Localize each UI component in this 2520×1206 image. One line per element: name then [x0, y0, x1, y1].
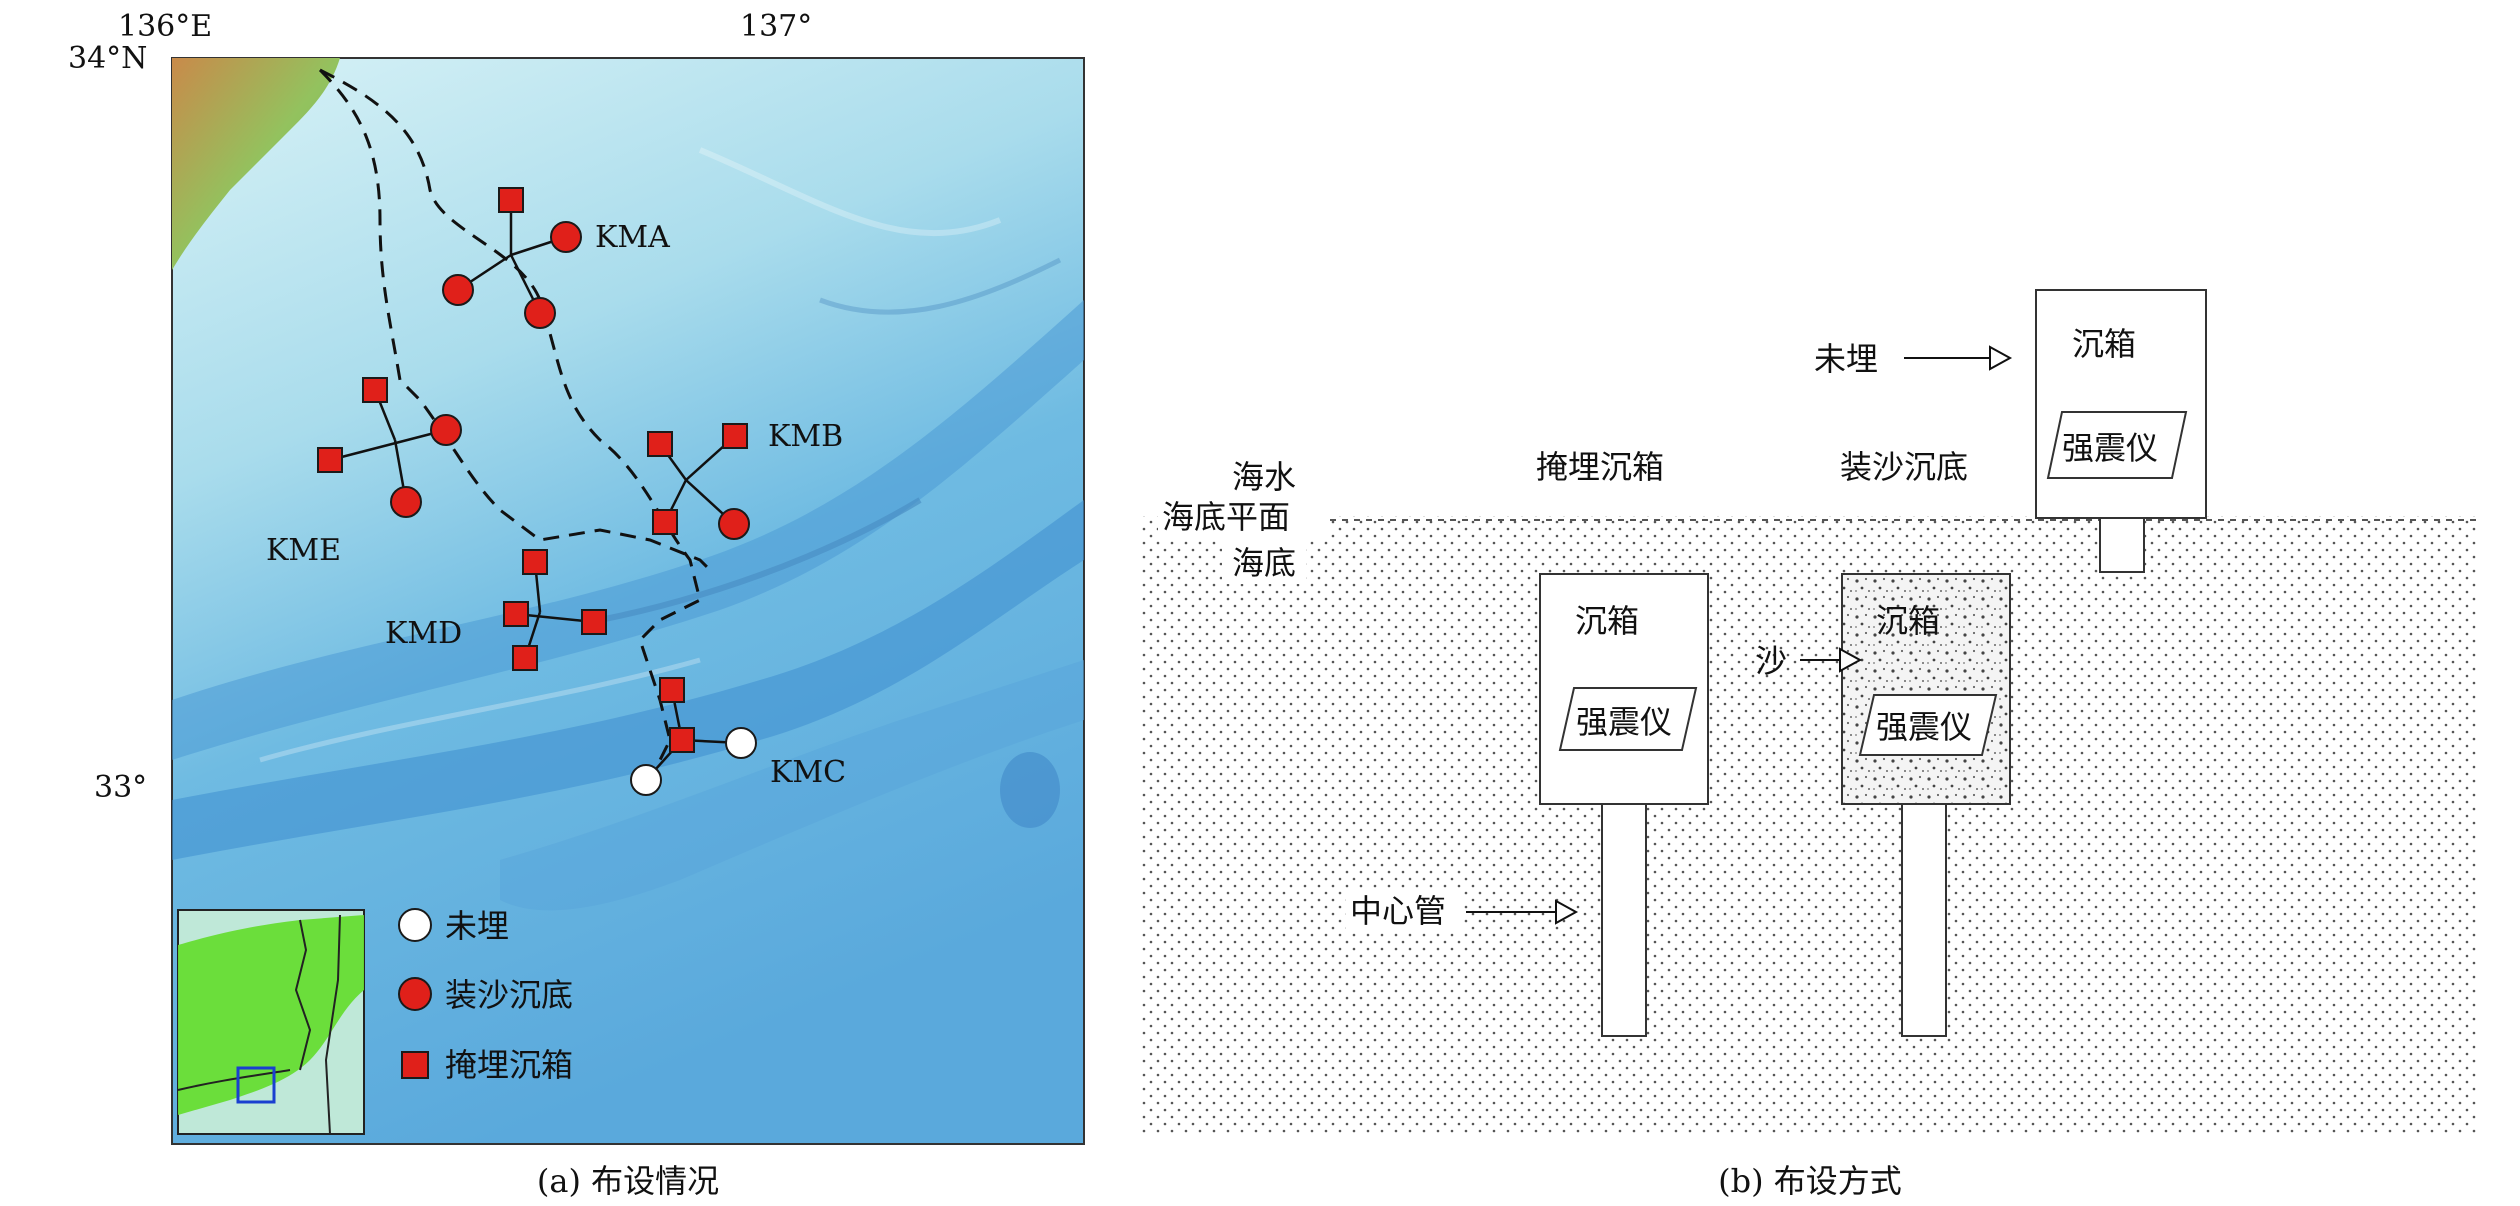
caption-a: (a) 布设情况: [537, 1162, 719, 1200]
unburied-unit: 沉箱 强震仪 未埋: [1814, 289, 2207, 573]
legend-red-circle-icon: [398, 977, 432, 1011]
panel-b-schematic: 海水 海底平面 海底 掩埋沉箱 装沙沉底 沉箱 强震仪 沉箱 强震仪 沙: [1140, 289, 2476, 1200]
marker-circle: [718, 508, 750, 540]
caisson-label-2: 沉箱: [1876, 602, 1940, 640]
inset-highlight-box: [236, 1066, 276, 1104]
marker-square: [581, 609, 607, 635]
seismograph-label-3: 强震仪: [2062, 429, 2158, 467]
map-relief: [172, 147, 1084, 911]
marker-square: [522, 549, 548, 575]
caption-b: (b) 布设方式: [1718, 1162, 1902, 1200]
station-label-kma: KMA: [595, 220, 670, 255]
marker-square: [317, 447, 343, 473]
caisson-label-3: 沉箱: [2072, 325, 2136, 363]
station-label-kme: KME: [266, 533, 341, 568]
legend-sand-sunk-label: 装沙沉底: [445, 976, 573, 1014]
marker-square: [722, 423, 748, 449]
marker-circle-white: [630, 764, 662, 796]
seabed-area: [1140, 516, 2476, 1134]
title-buried-caisson: 掩埋沉箱: [1536, 448, 1664, 486]
map-land: [172, 58, 340, 270]
buried-caisson-unit: 沉箱 强震仪: [1539, 573, 1709, 1037]
marker-circle: [550, 221, 582, 253]
label-center-pipe: 中心管: [1350, 892, 1446, 930]
seismograph-label-1: 强震仪: [1576, 703, 1672, 741]
marker-circle: [390, 486, 422, 518]
station-label-kmc: KMC: [770, 755, 846, 790]
legend-buried-caisson-label: 掩埋沉箱: [445, 1046, 573, 1084]
label-seabed-plane: 海底平面: [1162, 498, 1290, 536]
marker-square: [503, 601, 529, 627]
marker-square: [498, 187, 524, 213]
marker-square: [362, 377, 388, 403]
legend-red-square-icon: [401, 1051, 429, 1079]
marker-circle: [430, 414, 462, 446]
station-label-kmb: KMB: [768, 419, 843, 454]
axis-lat-34: 34°N: [68, 41, 147, 76]
marker-square: [669, 727, 695, 753]
label-seabed: 海底: [1232, 544, 1296, 582]
axis-lon-137: 137°: [740, 9, 812, 44]
legend-white-circle-icon: [398, 908, 432, 942]
legend-unburied-label: 未埋: [445, 907, 509, 945]
panel-a-map: KMA KMB KMC KMD KME 136°E 137° 34°N 33° …: [68, 9, 1085, 1200]
label-sand: 沙: [1755, 642, 1787, 680]
seismograph-label-2: 强震仪: [1876, 708, 1972, 746]
inset-map: [177, 909, 365, 1135]
map-legend: 未埋 装沙沉底 掩埋沉箱: [398, 907, 573, 1084]
axis-lon-136: 136°E: [118, 9, 212, 44]
marker-circle: [524, 297, 556, 329]
marker-circle: [442, 274, 474, 306]
sand-sunk-markers: [390, 221, 750, 540]
marker-square: [512, 645, 538, 671]
sand-sunk-unit: 沉箱 强震仪 沙: [1755, 573, 2011, 1037]
station-label-kmd: KMD: [385, 616, 462, 651]
marker-square: [652, 509, 678, 535]
label-seawater: 海水: [1232, 458, 1296, 496]
label-unburied: 未埋: [1814, 340, 1878, 378]
marker-square: [659, 677, 685, 703]
unburied-markers: [630, 727, 757, 796]
buried-caisson-markers: [317, 187, 748, 753]
axis-lat-33: 33°: [94, 770, 147, 805]
title-sand-sunk: 装沙沉底: [1840, 448, 1968, 486]
marker-square: [647, 431, 673, 457]
marker-circle-white: [725, 727, 757, 759]
caisson-label-1: 沉箱: [1575, 602, 1639, 640]
